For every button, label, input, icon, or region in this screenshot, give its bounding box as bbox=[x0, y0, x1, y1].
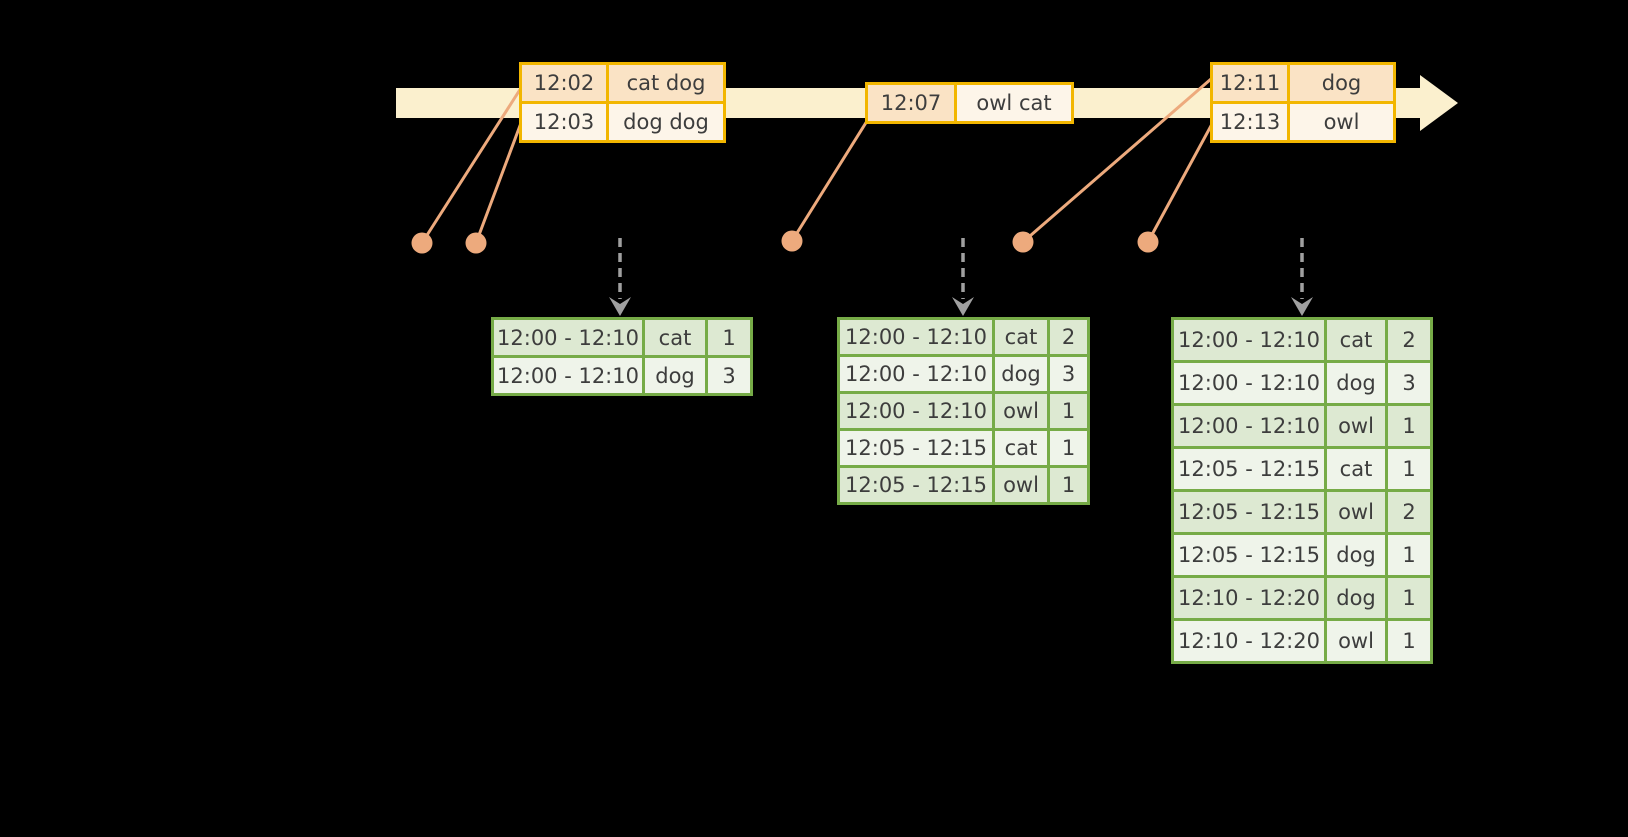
result-count-cell: 1 bbox=[1050, 431, 1087, 465]
event-words-cell: dog dog bbox=[609, 104, 723, 140]
result-count-cell: 2 bbox=[1050, 320, 1087, 354]
result-word-cell: dog bbox=[645, 358, 705, 393]
result-window-cell: 12:00 - 12:10 bbox=[840, 394, 992, 428]
result-word-cell: cat bbox=[645, 320, 705, 355]
result-count-cell: 1 bbox=[1050, 394, 1087, 428]
result-window-cell: 12:05 - 12:15 bbox=[1174, 449, 1324, 489]
result-table-1: 12:00 - 12:10 cat 1 12:00 - 12:10 dog 3 bbox=[491, 317, 753, 396]
result-window-cell: 12:05 - 12:15 bbox=[1174, 535, 1324, 575]
event-dot bbox=[1012, 231, 1034, 253]
event-time-cell: 12:11 bbox=[1213, 65, 1287, 101]
result-count-cell: 3 bbox=[1388, 363, 1430, 403]
event-words-cell: owl bbox=[1290, 104, 1393, 140]
result-word-cell: owl bbox=[1327, 621, 1385, 661]
result-window-cell: 12:00 - 12:10 bbox=[840, 320, 992, 354]
result-window-cell: 12:05 - 12:15 bbox=[840, 431, 992, 465]
result-word-cell: dog bbox=[1327, 578, 1385, 618]
result-window-cell: 12:10 - 12:20 bbox=[1174, 578, 1324, 618]
result-count-cell: 3 bbox=[1050, 357, 1087, 391]
result-word-cell: cat bbox=[1327, 449, 1385, 489]
event-dot bbox=[1137, 231, 1159, 253]
result-word-cell: dog bbox=[1327, 363, 1385, 403]
result-window-cell: 12:00 - 12:10 bbox=[1174, 363, 1324, 403]
event-dot bbox=[465, 232, 487, 254]
result-word-cell: cat bbox=[995, 431, 1047, 465]
result-word-cell: dog bbox=[995, 357, 1047, 391]
event-connector bbox=[1022, 77, 1212, 244]
result-count-cell: 1 bbox=[708, 320, 750, 355]
event-connector bbox=[474, 122, 523, 244]
result-count-cell: 2 bbox=[1388, 320, 1430, 360]
event-table-2: 12:07 owl cat bbox=[865, 82, 1074, 124]
result-table-2: 12:00 - 12:10 cat 2 12:00 - 12:10 dog 3 … bbox=[837, 317, 1090, 505]
result-table-3: 12:00 - 12:10 cat 2 12:00 - 12:10 dog 3 … bbox=[1171, 317, 1433, 664]
event-words-cell: dog bbox=[1290, 65, 1393, 101]
event-time-cell: 12:02 bbox=[522, 65, 606, 101]
result-window-cell: 12:10 - 12:20 bbox=[1174, 621, 1324, 661]
result-window-cell: 12:00 - 12:10 bbox=[840, 357, 992, 391]
result-window-cell: 12:00 - 12:10 bbox=[1174, 320, 1324, 360]
result-word-cell: cat bbox=[995, 320, 1047, 354]
result-word-cell: owl bbox=[995, 394, 1047, 428]
event-words-cell: owl cat bbox=[957, 85, 1071, 121]
event-table-3: 12:11 dog 12:13 owl bbox=[1210, 62, 1396, 143]
flow-arrow bbox=[1291, 238, 1313, 316]
event-words-cell: cat dog bbox=[609, 65, 723, 101]
result-window-cell: 12:05 - 12:15 bbox=[840, 468, 992, 502]
event-time-cell: 12:03 bbox=[522, 104, 606, 140]
result-window-cell: 12:00 - 12:10 bbox=[494, 358, 642, 393]
result-count-cell: 2 bbox=[1388, 492, 1430, 532]
event-time-cell: 12:13 bbox=[1213, 104, 1287, 140]
flow-arrow bbox=[952, 238, 974, 316]
event-time-cell: 12:07 bbox=[868, 85, 954, 121]
event-connector bbox=[790, 120, 869, 242]
result-word-cell: owl bbox=[995, 468, 1047, 502]
result-count-cell: 1 bbox=[1050, 468, 1087, 502]
result-word-cell: owl bbox=[1327, 492, 1385, 532]
result-word-cell: dog bbox=[1327, 535, 1385, 575]
event-connector bbox=[1146, 123, 1214, 243]
result-count-cell: 1 bbox=[1388, 449, 1430, 489]
result-count-cell: 1 bbox=[1388, 535, 1430, 575]
result-count-cell: 3 bbox=[708, 358, 750, 393]
result-window-cell: 12:00 - 12:10 bbox=[494, 320, 642, 355]
timeline-arrowhead bbox=[1420, 75, 1458, 131]
result-count-cell: 1 bbox=[1388, 621, 1430, 661]
event-dot bbox=[411, 232, 433, 254]
result-word-cell: cat bbox=[1327, 320, 1385, 360]
result-word-cell: owl bbox=[1327, 406, 1385, 446]
flow-arrow bbox=[609, 238, 631, 316]
result-window-cell: 12:00 - 12:10 bbox=[1174, 406, 1324, 446]
event-connector bbox=[420, 87, 523, 244]
result-count-cell: 1 bbox=[1388, 406, 1430, 446]
event-table-1: 12:02 cat dog 12:03 dog dog bbox=[519, 62, 726, 143]
result-count-cell: 1 bbox=[1388, 578, 1430, 618]
event-dot bbox=[781, 230, 803, 252]
result-window-cell: 12:05 - 12:15 bbox=[1174, 492, 1324, 532]
